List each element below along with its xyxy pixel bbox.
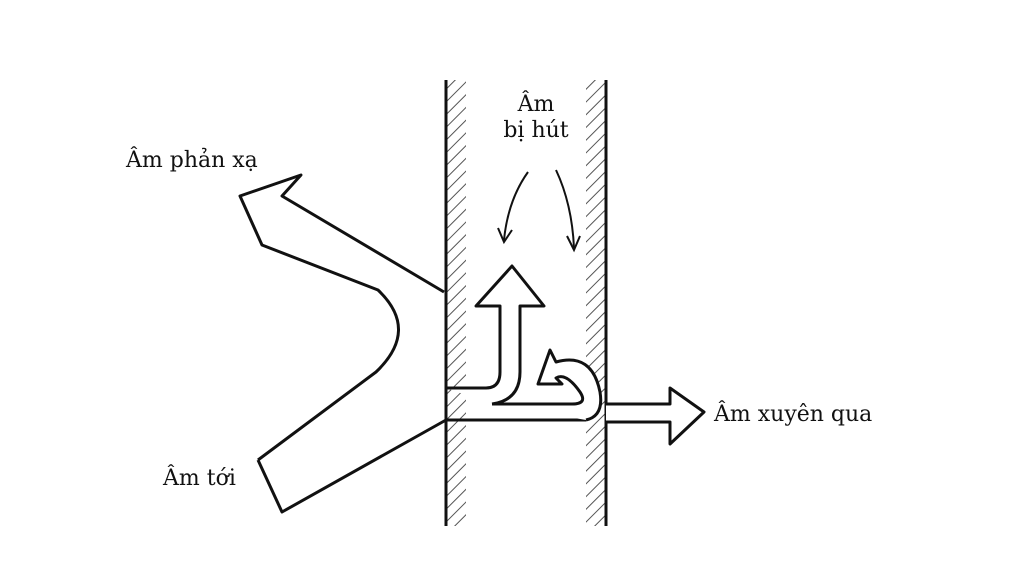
- wall-left-hatch: [446, 80, 466, 526]
- absorbed-pointer-left: [503, 171, 529, 241]
- incident-sound-label: Âm tới: [163, 466, 236, 491]
- wall-right-hatch: [586, 80, 606, 526]
- absorbed-pointer-right-head: [566, 235, 581, 253]
- transmitted-arrow: [606, 386, 706, 446]
- absorbed-curl-arrow: [492, 348, 603, 422]
- incident-arrow-bottom: [256, 418, 447, 514]
- reflected-sound-label: Âm phản xạ: [126, 148, 258, 173]
- absorbed-pointer-right: [555, 169, 575, 249]
- absorbed-label-line2: bị hút: [503, 118, 569, 144]
- absorbed-up-arrow: [446, 264, 546, 406]
- absorbed-label-line1: Âm: [517, 92, 555, 117]
- transmitted-sound-label: Âm xuyên qua: [714, 402, 873, 427]
- absorbed-sound-label: Âm bị hút: [496, 92, 576, 145]
- absorbed-pointer-left-head: [497, 227, 513, 245]
- incident-reflected-arrow: [238, 173, 445, 462]
